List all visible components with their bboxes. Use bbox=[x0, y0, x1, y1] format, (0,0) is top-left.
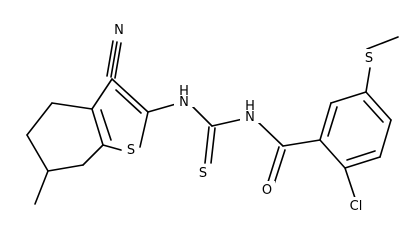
atom-label-layer: N S H N H N S O S Cl bbox=[112, 21, 376, 214]
bond-b3-b4 bbox=[365, 91, 392, 121]
bond-b5-b6-inner bbox=[346, 150, 376, 161]
bond-c7-c7a bbox=[82, 144, 104, 166]
thione-s-label: S bbox=[199, 166, 207, 181]
nitrile-n-bg bbox=[112, 21, 126, 38]
bond-nh-left-cs bbox=[192, 106, 213, 127]
bond-ring-sme bbox=[365, 67, 371, 93]
bond-carbonyl-o-b bbox=[273, 149, 286, 185]
bond-c3a-c4 bbox=[51, 102, 93, 110]
thione-s-bg bbox=[196, 164, 212, 181]
bond-c7a-c3a-inner bbox=[100, 109, 112, 141]
bond-carbonyl-ring bbox=[282, 139, 321, 147]
amine-left-h-label: H bbox=[179, 84, 189, 99]
bond-sme-methyl bbox=[366, 36, 399, 50]
bond-b3-b4-inner bbox=[363, 100, 384, 123]
chloro-label: Cl bbox=[350, 199, 363, 214]
methylthio-s-bg bbox=[362, 49, 376, 67]
carbonyl-o-bg bbox=[259, 181, 275, 198]
bond-nh-right-carbonyl bbox=[257, 121, 284, 147]
bond-nitrile-triple-b bbox=[114, 42, 122, 79]
bond-b5-b6 bbox=[344, 156, 381, 169]
bond-c3-c2-inner bbox=[115, 89, 142, 114]
carbonyl-o-label: O bbox=[262, 183, 272, 198]
bond-c4-c5 bbox=[26, 102, 53, 136]
bond-thione-a bbox=[204, 126, 210, 164]
molecule-structure: N S H N H N S O S Cl bbox=[26, 21, 399, 214]
bond-b1-b2 bbox=[319, 102, 332, 141]
bond-c6-c7 bbox=[47, 164, 84, 172]
thiophene-s-bg bbox=[124, 141, 138, 158]
amine-right-bg bbox=[240, 99, 260, 123]
bond-layer bbox=[26, 36, 399, 205]
bond-b4-b5 bbox=[379, 119, 392, 158]
molecule-diagram: N S H N H N S O S Cl bbox=[26, 21, 399, 214]
bond-c3-c3a bbox=[91, 78, 113, 110]
amine-right-h-label: H bbox=[245, 99, 255, 114]
thiophene-s-label: S bbox=[127, 143, 135, 158]
chloro-bg bbox=[344, 197, 368, 214]
bond-nitrile-triple-a bbox=[110, 41, 118, 78]
bond-c7a-c3a bbox=[91, 108, 104, 146]
bond-ring-chloro bbox=[344, 167, 356, 199]
bond-c3-c2 bbox=[111, 78, 149, 113]
bond-c2-nh-left bbox=[147, 103, 177, 113]
methylthio-s-label: S bbox=[365, 51, 373, 66]
amine-right-n-label: N bbox=[245, 110, 255, 125]
bond-s1-c7a bbox=[102, 144, 122, 151]
bond-nitrile-triple-c bbox=[106, 40, 114, 77]
amine-left-n-label: N bbox=[179, 95, 189, 110]
bond-c2-s1 bbox=[139, 111, 149, 148]
bond-c6-methyl bbox=[34, 170, 49, 205]
amine-left-bg bbox=[174, 85, 194, 107]
bond-carbonyl-o-a bbox=[267, 146, 280, 183]
bond-b6-b1 bbox=[319, 139, 346, 169]
bond-c5-c6 bbox=[26, 134, 49, 172]
bond-cs-nh-right bbox=[211, 118, 244, 127]
nitrile-n-label: N bbox=[114, 23, 124, 38]
bond-b2-b3 bbox=[330, 91, 367, 104]
bond-thione-b bbox=[210, 127, 216, 164]
bond-b1-b2-inner bbox=[327, 106, 338, 137]
